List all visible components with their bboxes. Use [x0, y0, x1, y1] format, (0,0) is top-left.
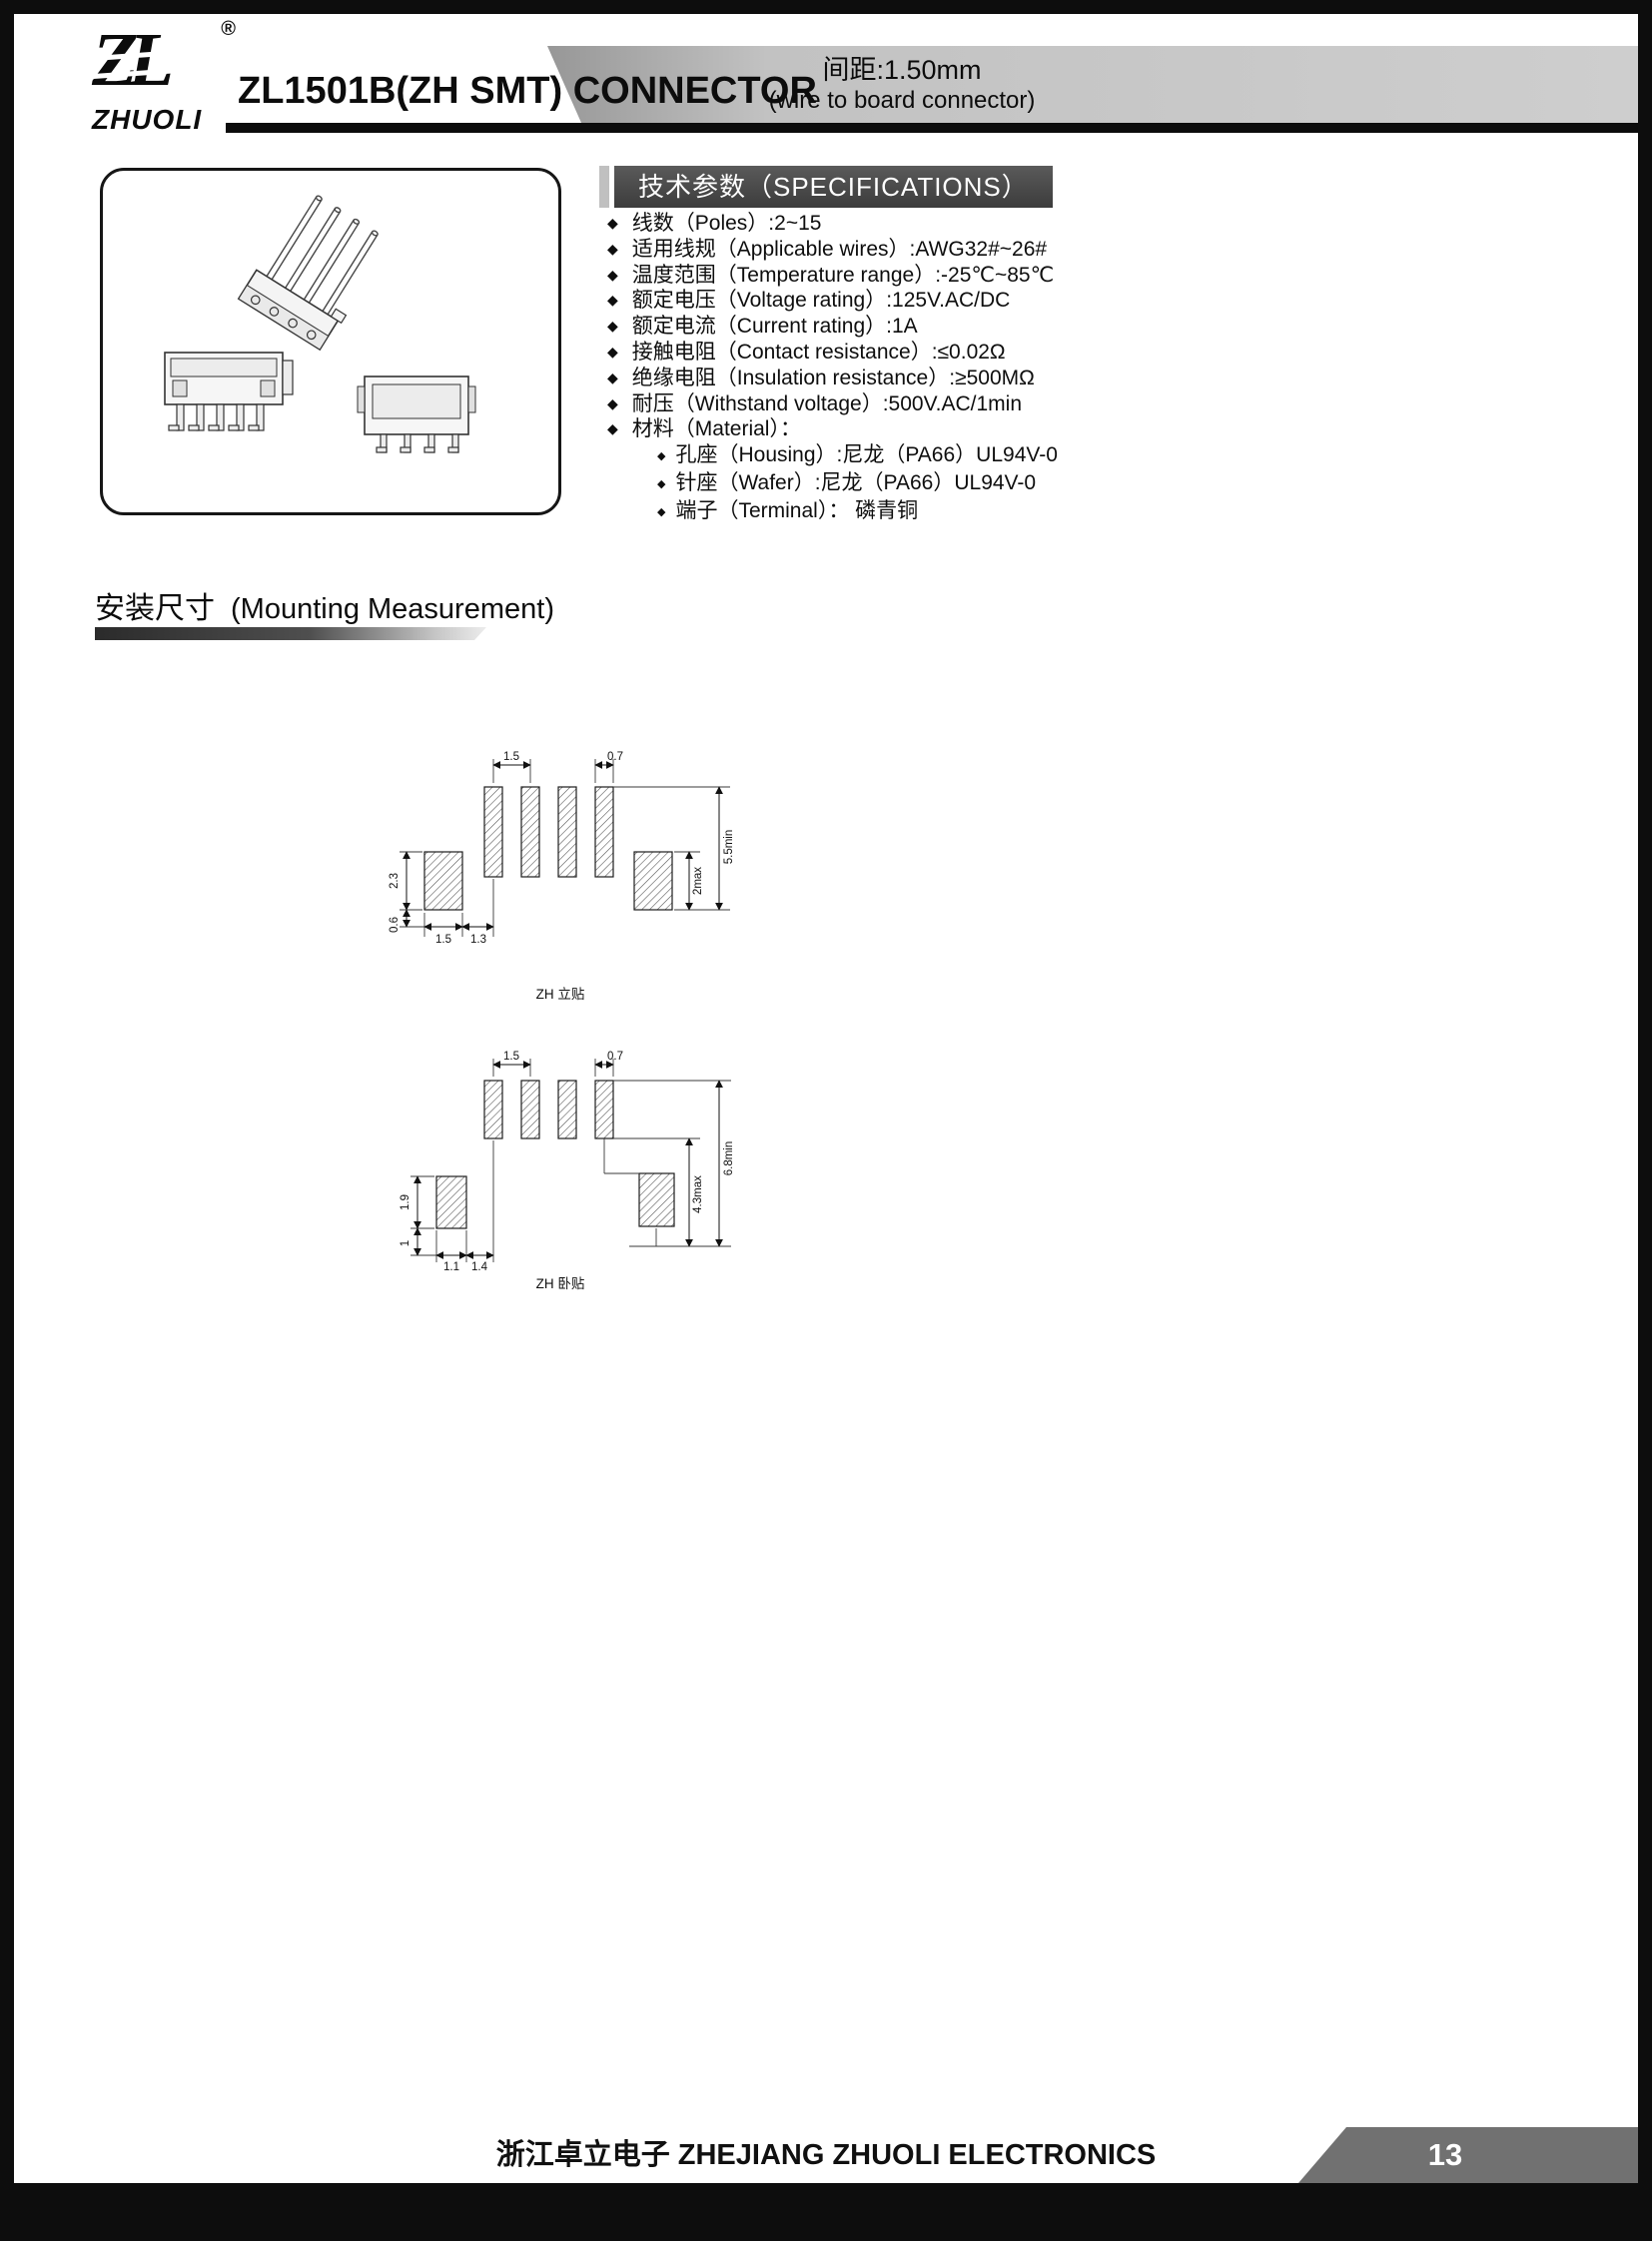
- header-rule: [226, 123, 1638, 133]
- diamond-bullet-icon: ◆: [607, 318, 618, 335]
- spec-text: 耐压（Withstand voltage）:500V.AC/1min: [631, 391, 1023, 415]
- spec-text: 线数（Poles）:2~15: [631, 212, 822, 235]
- dim-inner-height: 4.3max: [692, 1175, 704, 1213]
- diamond-bullet-icon: ◆: [607, 394, 618, 411]
- spec-material-item: ◆ 端子（Terminal）： 磷青铜: [657, 499, 1606, 527]
- spec-material-item: ◆ 针座（Wafer）:尼龙（PA66）UL94V-0: [657, 471, 1606, 499]
- page-number: 13: [1427, 2137, 1463, 2172]
- horizontal-mount-drawing-container: 1.5 0.7 1.9 1 1.1 1.4 4.3max 6.8min ZH 卧…: [385, 1047, 764, 1296]
- dimension-labels: 1.5 0.7 1.9 1 1.1 1.4 4.3max 6.8min: [400, 1051, 735, 1273]
- drawing-label: ZH 卧贴: [536, 1276, 585, 1291]
- dimension-labels: 1.5 0.7 2.3 0.6 1.5 1.3 2max 5.5min: [389, 751, 735, 946]
- dimension-lines: [413, 1061, 723, 1259]
- spec-text: 额定电流（Current rating）:1A: [631, 315, 918, 339]
- registered-trademark-icon: ®: [221, 18, 236, 40]
- page-border-left: [0, 0, 14, 2241]
- product-image-box: [100, 168, 561, 515]
- page-number-tab: 13: [1298, 2127, 1638, 2183]
- solder-pads: [423, 786, 673, 911]
- page-border-top: [0, 0, 1652, 14]
- dim-side-pad-height: 1.9: [400, 1194, 412, 1210]
- spec-item: ◆ 耐压（Withstand voltage）:500V.AC/1min: [607, 392, 1606, 418]
- dim-gap: 1.4: [471, 1261, 488, 1273]
- vertical-mount-drawing: 1.5 0.7 2.3 0.6 1.5 1.3 2max 5.5min ZH 立…: [389, 751, 735, 1002]
- product-illustration: [164, 195, 476, 453]
- vertical-wafer-drawing: [164, 352, 294, 431]
- spec-item: ◆ 额定电流（Current rating）:1A: [607, 315, 1606, 341]
- spec-item: ◆ 适用线规（Applicable wires）:AWG32#~26#: [607, 238, 1606, 264]
- mounting-section-rule: [95, 627, 486, 640]
- spec-material-item: ◆ 孔座（Housing）:尼龙（PA66）UL94V-0: [657, 443, 1606, 471]
- footer-company-name: 浙江卓立电子 ZHEJIANG ZHUOLI ELECTRONICS: [495, 2139, 1157, 2171]
- header-gray-band: 间距:1.50mm (wire to board connector): [547, 46, 1638, 123]
- dim-pitch: 1.5: [503, 751, 519, 763]
- dim-pad-width: 0.7: [607, 751, 623, 763]
- diamond-bullet-icon: ◆: [657, 505, 666, 518]
- dim-side-pad-width: 1.5: [435, 934, 451, 946]
- spec-text: 温度范围（Temperature range）:-25℃~85℃: [631, 263, 1055, 287]
- diamond-bullet-icon: ◆: [607, 343, 618, 360]
- dim-inner-height: 2max: [692, 867, 704, 895]
- logo-company-name: ZHUOLI: [92, 104, 203, 135]
- diamond-bullet-icon: ◆: [607, 369, 618, 385]
- spec-item: ◆ 接触电阻（Contact resistance）:≤0.02Ω: [607, 341, 1606, 367]
- specifications-list: ◆ 线数（Poles）:2~15 ◆ 适用线规（Applicable wires）:…: [607, 212, 1606, 527]
- horizontal-wafer-drawing: [357, 375, 476, 453]
- dim-side-pad-height: 2.3: [389, 873, 401, 889]
- specifications-header-bar: 技术参数（SPECIFICATIONS）: [599, 166, 1053, 208]
- connector-type-label: (wire to board connector): [768, 87, 1036, 114]
- diamond-bullet-icon: ◆: [657, 477, 666, 490]
- pitch-label: 间距:1.50mm: [822, 55, 982, 85]
- dim-gap: 1.3: [470, 934, 486, 946]
- spec-item: ◆ 额定电压（Voltage rating）:125V.AC/DC: [607, 289, 1606, 315]
- spec-text: 额定电压（Voltage rating）:125V.AC/DC: [631, 289, 1011, 313]
- company-logo: ZL ® ZHUOLI: [87, 18, 242, 136]
- spec-item: ◆ 材料（Material）：: [607, 417, 1606, 443]
- diamond-bullet-icon: ◆: [607, 215, 618, 231]
- spec-text: 接触电阻（Contact resistance）:≤0.02Ω: [631, 340, 1006, 364]
- vertical-mount-drawing-container: 1.5 0.7 2.3 0.6 1.5 1.3 2max 5.5min ZH 立…: [385, 747, 764, 1007]
- dimension-lines: [403, 761, 723, 931]
- mounting-heading-en: (Mounting Measurement): [231, 593, 554, 625]
- spec-text: 适用线规（Applicable wires）:AWG32#~26#: [631, 237, 1048, 261]
- mounting-section-heading: 安装尺寸 (Mounting Measurement): [95, 583, 554, 627]
- specifications-bar-notch: [599, 166, 609, 208]
- dim-overall-height: 5.5min: [723, 830, 735, 865]
- drawing-label: ZH 立贴: [536, 987, 585, 1002]
- dim-pitch: 1.5: [503, 1051, 519, 1063]
- spec-item: ◆ 线数（Poles）:2~15: [607, 212, 1606, 238]
- dim-side-pad-offset: 1: [400, 1240, 412, 1246]
- spec-text: 端子（Terminal）： 磷青铜: [675, 498, 919, 522]
- spec-text: 绝缘电阻（Insulation resistance）:≥500MΩ: [631, 366, 1035, 389]
- dim-pad-width: 0.7: [607, 1051, 623, 1063]
- spec-item: ◆ 绝缘电阻（Insulation resistance）:≥500MΩ: [607, 367, 1606, 392]
- wire-housing-drawing: [237, 195, 379, 352]
- spec-text: 孔座（Housing）:尼龙（PA66）UL94V-0: [675, 443, 1058, 467]
- mounting-heading-cn: 安装尺寸: [95, 592, 215, 625]
- dim-side-pad-width: 1.1: [443, 1261, 459, 1273]
- spec-item: ◆ 温度范围（Temperature range）:-25℃~85℃: [607, 264, 1606, 290]
- diamond-bullet-icon: ◆: [607, 292, 618, 309]
- diamond-bullet-icon: ◆: [607, 266, 618, 283]
- page-title: ZL1501B(ZH SMT) CONNECTOR: [238, 70, 817, 112]
- dim-side-pad-offset: 0.6: [389, 917, 401, 933]
- page-border-bottom: [0, 2183, 1652, 2241]
- spec-text: 材料（Material）：: [631, 417, 801, 441]
- diamond-bullet-icon: ◆: [607, 240, 618, 257]
- spec-text: 针座（Wafer）:尼龙（PA66）UL94V-0: [675, 470, 1037, 494]
- diamond-bullet-icon: ◆: [657, 450, 666, 463]
- specifications-heading: 技术参数（SPECIFICATIONS）: [614, 166, 1053, 208]
- horizontal-mount-drawing: 1.5 0.7 1.9 1 1.1 1.4 4.3max 6.8min ZH 卧…: [400, 1051, 735, 1291]
- page-border-right: [1638, 0, 1652, 2241]
- dim-overall-height: 6.8min: [723, 1141, 735, 1176]
- solder-pads: [435, 1080, 675, 1229]
- diamond-bullet-icon: ◆: [607, 420, 618, 437]
